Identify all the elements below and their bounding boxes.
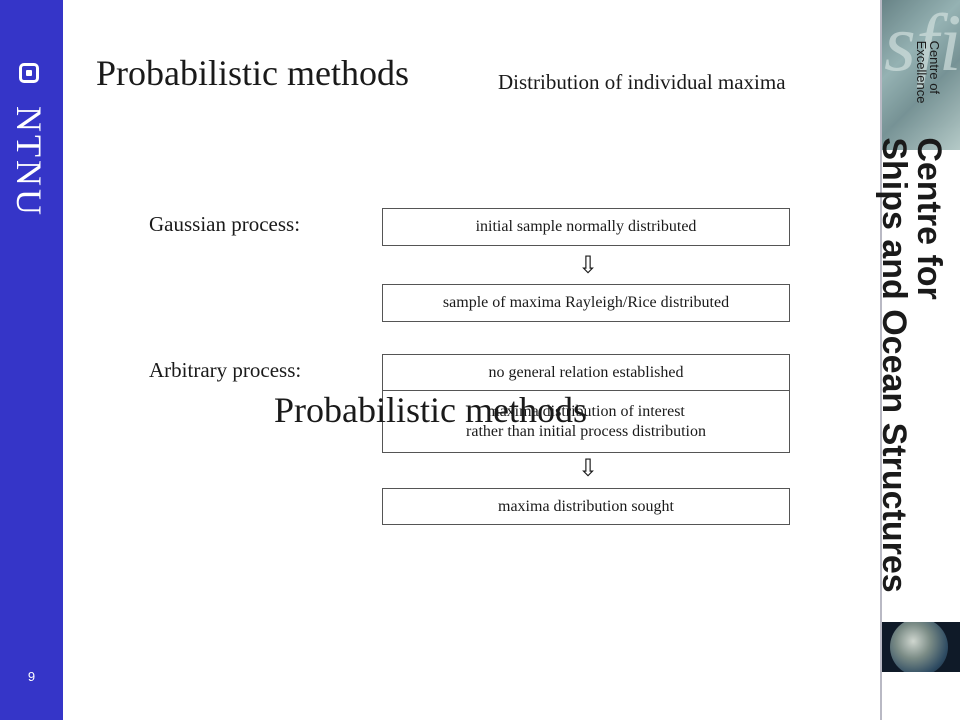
sfi-logo-icon: sfi xyxy=(882,0,960,150)
slide-subtitle: Distribution of individual maxima xyxy=(498,70,786,94)
ntnu-logo-icon xyxy=(19,63,39,83)
arbitrary-box-interest: maxima distribution of interest rather t… xyxy=(382,390,790,453)
centre-side-band: sfi xyxy=(880,0,960,720)
arbitrary-box-no-relation: no general relation established xyxy=(382,354,790,391)
page-number: 9 xyxy=(27,669,36,684)
down-arrow-icon: ⇩ xyxy=(578,454,599,482)
arbitrary-process-label: Arbitrary process: xyxy=(149,358,302,382)
slide-title: Probabilistic methods xyxy=(96,53,409,93)
arbitrary-box-no-relation-text: no general relation established xyxy=(488,363,684,381)
gaussian-box-initial-text: initial sample normally distributed xyxy=(475,218,697,235)
overlay-title: Probabilistic methods xyxy=(274,390,587,430)
gaussian-box-maxima-text: sample of maxima Rayleigh/Rice distribut… xyxy=(442,294,730,311)
gaussian-box-initial: initial sample normally distributed xyxy=(382,208,790,246)
centre-name-label: Centre for Ships and Ocean Structures xyxy=(875,137,948,593)
arbitrary-box-interest-line1: maxima distribution of interest xyxy=(487,402,685,420)
ntnu-side-band: NTNU 9 xyxy=(0,0,63,720)
gaussian-box-maxima: sample of maxima Rayleigh/Rice distribut… xyxy=(382,284,790,322)
arbitrary-box-sought: maxima distribution sought xyxy=(382,488,790,525)
centre-of-excellence-label: Centre of Excellence xyxy=(914,40,942,104)
ntnu-logo-text: NTNU xyxy=(9,106,49,218)
arbitrary-box-interest-line2: rather than initial process distribution xyxy=(466,422,706,440)
gaussian-process-label: Gaussian process: xyxy=(149,212,301,236)
arbitrary-box-sought-text: maxima distribution sought xyxy=(498,497,674,515)
earth-globe-icon xyxy=(882,622,960,672)
down-arrow-icon: ⇩ xyxy=(578,251,599,279)
